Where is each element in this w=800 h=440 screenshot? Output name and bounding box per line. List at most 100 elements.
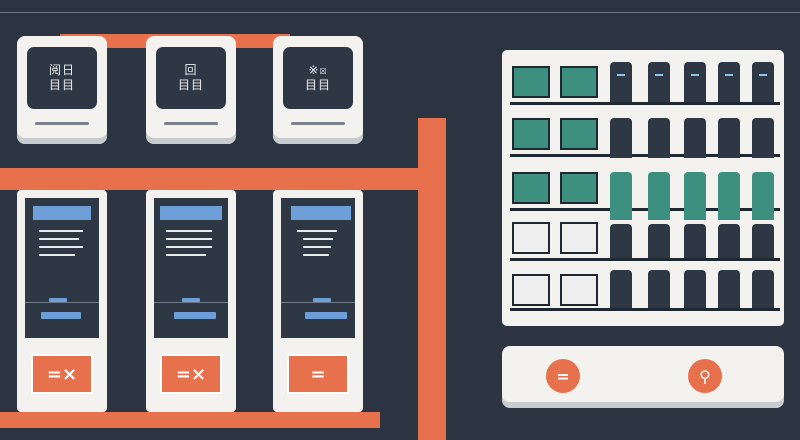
drive-slot[interactable] [684,62,706,102]
text-line [39,246,83,248]
storage-cell[interactable] [512,118,550,150]
drive-slot[interactable] [752,118,774,158]
tray-icon [313,298,331,302]
screen-text-1: 阅日 [48,63,75,77]
text-line [297,230,337,232]
tray-icon [41,312,81,319]
rack-shelf [510,258,780,261]
panel-separator [154,302,228,303]
drive-slot[interactable] [684,224,706,258]
panel-header [291,206,351,220]
screen-text-2: 目目 [177,78,204,92]
pipe-vertical [418,118,446,440]
server-panel-1[interactable]: =× [17,190,107,412]
card-screen: ※☒ 目目 [283,47,353,109]
rack-shelf [510,102,780,105]
top-divider [0,12,800,13]
panel-action-button[interactable]: =× [160,354,222,394]
text-line [166,246,212,248]
device-card-1[interactable]: 阅日 目目 [17,36,107,144]
panel-display [281,198,355,338]
storage-cell-empty[interactable] [560,274,598,306]
text-line [39,254,75,256]
screen-text-2: 目目 [304,78,331,92]
server-panel-2[interactable]: =× [146,190,236,412]
drive-slot[interactable] [610,62,632,102]
tray-icon [305,312,347,319]
storage-cell-empty[interactable] [512,274,550,306]
card-bar [291,122,345,125]
card-screen: 回 目目 [156,47,226,109]
drive-slot[interactable] [718,224,740,258]
card-screen: 阅日 目目 [27,47,97,109]
device-card-2[interactable]: 回 目目 [146,36,236,144]
rack-shelf [510,154,780,157]
panel-display [154,198,228,338]
tray-icon [49,298,67,302]
drive-slot[interactable] [610,224,632,258]
storage-cell[interactable] [560,66,598,98]
text-line [166,238,212,240]
drive-slot[interactable] [752,270,774,308]
server-panel-3[interactable]: = [273,190,363,412]
drive-slot-active[interactable] [610,172,632,220]
drive-slot[interactable] [752,224,774,258]
drive-slot[interactable] [648,224,670,258]
screen-text-1: ※☒ [308,63,328,77]
panel-header [160,206,222,220]
panel-separator [25,302,99,303]
drive-slot[interactable] [752,62,774,102]
rack-shelf [510,208,780,211]
tray-icon [182,298,200,302]
text-line [166,230,212,232]
storage-cell-empty[interactable] [560,222,598,254]
drive-slot[interactable] [610,118,632,158]
led-indicator [617,74,625,76]
control-bar: = ⚲ [502,346,784,408]
panel-display [25,198,99,338]
pipe-bottom [0,412,380,428]
drive-slot-active[interactable] [684,172,706,220]
keyhole-icon[interactable]: ⚲ [688,359,722,393]
text-line [39,238,79,240]
device-card-3[interactable]: ※☒ 目目 [273,36,363,144]
text-line [39,230,83,232]
text-line [303,246,331,248]
panel-header [33,206,91,220]
storage-cell-empty[interactable] [512,222,550,254]
led-indicator [725,74,733,76]
drive-slot-active[interactable] [752,172,774,220]
storage-cell[interactable] [512,172,550,204]
drive-slot[interactable] [648,62,670,102]
panel-action-button[interactable]: = [287,354,349,394]
tray-icon [174,312,216,319]
led-indicator [759,74,767,76]
drive-slot[interactable] [684,270,706,308]
led-indicator [655,74,663,76]
drive-slot-active[interactable] [648,172,670,220]
panel-action-button[interactable]: =× [31,354,93,394]
drive-slot[interactable] [610,270,632,308]
text-line [303,238,333,240]
drive-slot[interactable] [648,118,670,158]
led-indicator [691,74,699,76]
pipe-horizontal [0,168,440,190]
drive-slot[interactable] [684,118,706,158]
card-bar [35,122,89,125]
rack-shelf [510,308,780,311]
switch-icon[interactable]: = [546,359,580,393]
drive-slot[interactable] [718,270,740,308]
panel-separator [281,302,355,303]
screen-text-2: 目目 [48,78,75,92]
card-bar [164,122,218,125]
drive-slot[interactable] [718,118,740,158]
screen-text-1: 回 [184,63,198,77]
storage-cell[interactable] [560,172,598,204]
drive-slot[interactable] [718,62,740,102]
storage-cell[interactable] [512,66,550,98]
storage-rack [502,50,784,326]
storage-cell[interactable] [560,118,598,150]
drive-slot[interactable] [648,270,670,308]
text-line [166,254,206,256]
drive-slot-active[interactable] [718,172,740,220]
